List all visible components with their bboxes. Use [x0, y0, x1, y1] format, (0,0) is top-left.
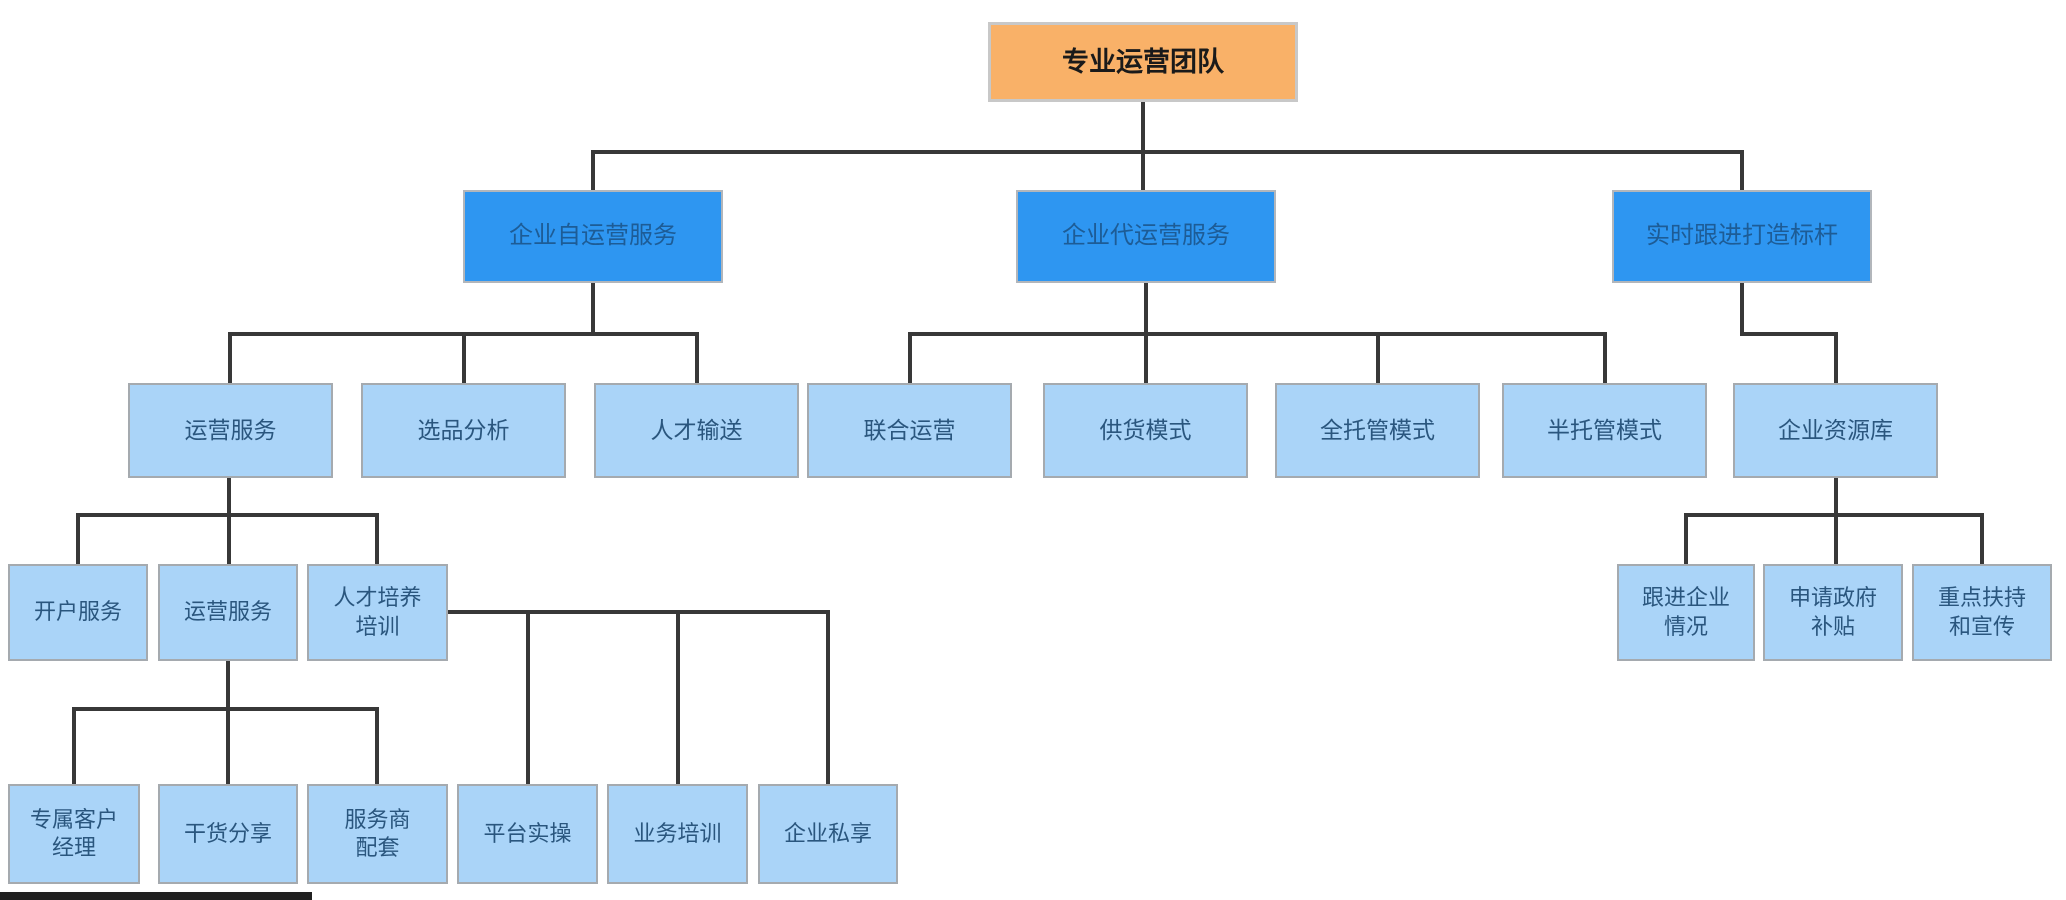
connector-line — [1834, 332, 1838, 383]
connector-line — [76, 513, 80, 564]
node-follow-up-enterprise-status: 跟进企业 情况 — [1617, 564, 1755, 661]
node-talent-delivery: 人才输送 — [594, 383, 799, 478]
node-key-support-promotion: 重点扶持 和宣传 — [1912, 564, 2052, 661]
node-professional-ops-team: 专业运营团队 — [988, 22, 1298, 102]
connector-line — [1684, 513, 1984, 517]
connector-line — [462, 332, 466, 383]
connector-line — [908, 332, 912, 383]
connector-line — [695, 332, 699, 383]
connector-line — [72, 707, 76, 784]
connector-line — [76, 513, 379, 517]
connector-line — [228, 332, 232, 383]
connector-line — [448, 610, 830, 614]
connector-line — [1834, 478, 1838, 564]
connector-line — [591, 150, 595, 190]
connector-line — [908, 332, 1607, 336]
node-dedicated-account-manager: 专属客户 经理 — [8, 784, 140, 884]
node-account-opening-service: 开户服务 — [8, 564, 148, 661]
connector-line — [591, 150, 1744, 154]
node-semi-custody-mode: 半托管模式 — [1502, 383, 1707, 478]
node-enterprise-private-sharing: 企业私享 — [758, 784, 898, 884]
connector-line — [1141, 102, 1145, 190]
node-self-operation-service: 企业自运营服务 — [463, 190, 723, 283]
connector-line — [1376, 332, 1380, 383]
node-joint-operation: 联合运营 — [807, 383, 1012, 478]
connector-line — [591, 283, 595, 336]
node-enterprise-resource-library: 企业资源库 — [1733, 383, 1938, 478]
node-operation-service-sub: 运营服务 — [158, 564, 298, 661]
node-full-custody-mode: 全托管模式 — [1275, 383, 1480, 478]
connector-line — [1740, 150, 1744, 190]
node-benchmark-tracking: 实时跟进打造标杆 — [1612, 190, 1872, 283]
node-supply-mode: 供货模式 — [1043, 383, 1248, 478]
connector-line — [375, 513, 379, 564]
connector-line — [227, 478, 231, 564]
connector-line — [72, 707, 379, 711]
node-service-provider-support: 服务商 配套 — [307, 784, 448, 884]
connector-line — [1740, 283, 1744, 336]
connector-line — [1740, 332, 1838, 336]
node-agency-operation-service: 企业代运营服务 — [1016, 190, 1276, 283]
connector-line — [226, 661, 230, 784]
connector-line — [526, 610, 530, 784]
node-platform-practice: 平台实操 — [457, 784, 598, 884]
connector-line — [826, 610, 830, 784]
connector-line — [1684, 513, 1688, 564]
connector-line — [1603, 332, 1607, 383]
node-product-selection-analysis: 选品分析 — [361, 383, 566, 478]
node-government-subsidy-application: 申请政府 补贴 — [1763, 564, 1903, 661]
node-operation-service: 运营服务 — [128, 383, 333, 478]
node-talent-training: 人才培养 培训 — [307, 564, 448, 661]
node-business-training: 业务培训 — [607, 784, 748, 884]
bottom-edge-bar — [0, 892, 312, 900]
node-knowledge-sharing: 干货分享 — [158, 784, 298, 884]
connector-line — [375, 707, 379, 784]
connector-line — [1980, 513, 1984, 564]
connector-line — [676, 610, 680, 784]
